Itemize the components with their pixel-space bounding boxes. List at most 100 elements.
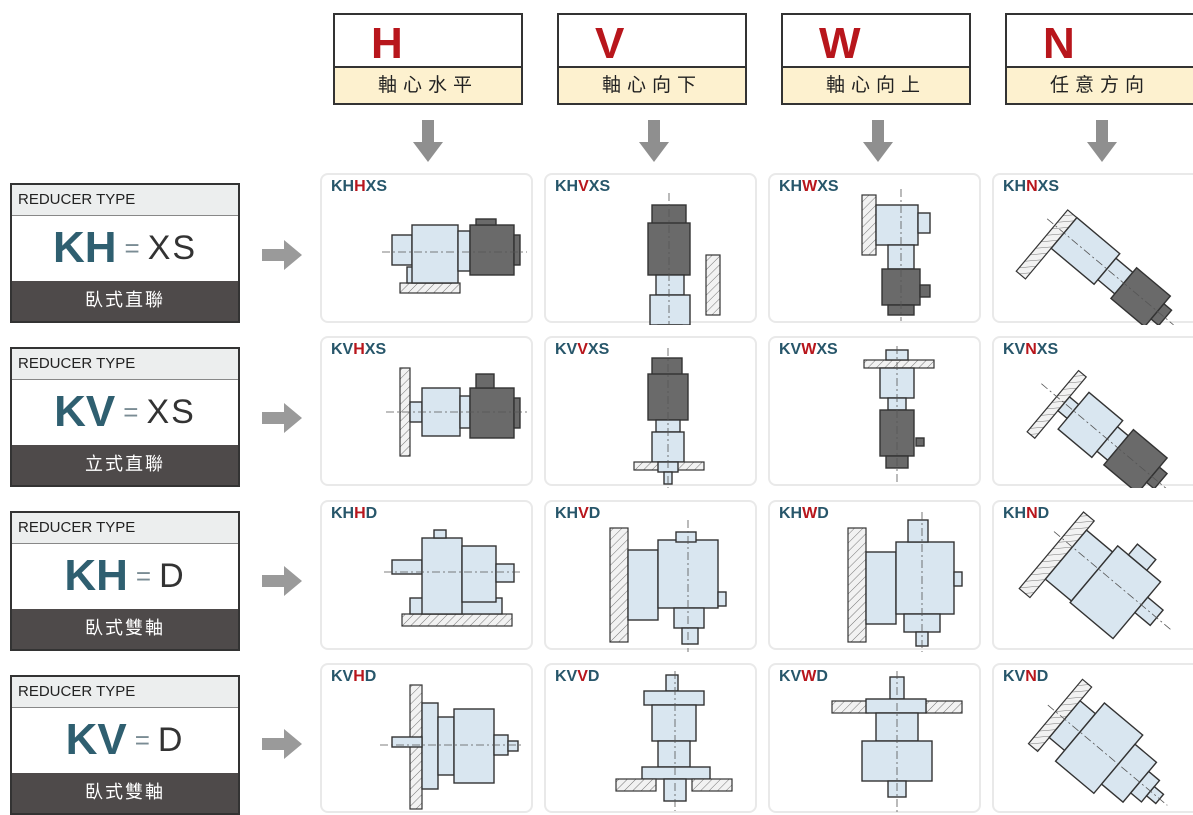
reducer-drawing [382, 218, 527, 294]
model-cell-khwd: KHWD [768, 500, 981, 652]
model-cell-khhxs: KHHXS [320, 173, 533, 323]
model-code-prefix: KV [1003, 668, 1026, 685]
equals-sign: = [123, 397, 139, 427]
model-code-suffix: XS [588, 178, 611, 195]
model-code-orientation: H [353, 668, 365, 685]
model-code-orientation: W [802, 178, 818, 195]
reducer-drawing [633, 348, 705, 488]
header-label: 軸心向上 [783, 66, 969, 103]
reducer-drawing [863, 346, 935, 484]
model-code: KHHD [331, 505, 377, 523]
header-letter: H [371, 19, 403, 68]
reducer-drawing [647, 193, 721, 325]
model-code: KHVXS [555, 178, 610, 196]
header-v: V 軸心向下 [557, 13, 747, 105]
type-code: KV [65, 715, 127, 764]
model-cell-kvwxs: KVWXS [768, 336, 981, 486]
model-code-prefix: KV [555, 341, 578, 358]
reducer-drawing [1018, 511, 1173, 640]
model-code-suffix: XS [365, 178, 388, 195]
header-label: 軸心向下 [559, 66, 745, 103]
reducer-type-desc: 臥式雙軸 [12, 609, 238, 649]
model-code-prefix: KV [779, 668, 802, 685]
model-code-orientation: W [801, 668, 817, 685]
model-code-orientation: N [1025, 668, 1037, 685]
model-code-suffix: D [587, 668, 600, 685]
model-code-prefix: KV [331, 341, 354, 358]
reducer-type-desc: 臥式直聯 [12, 281, 238, 321]
equals-sign: = [134, 725, 150, 755]
header-letter: N [1043, 19, 1075, 68]
model-code-suffix: XS [816, 341, 838, 358]
type-suffix: D [159, 557, 186, 595]
reducer-drawing [380, 684, 522, 810]
model-code-suffix: D [817, 505, 829, 522]
reducer-drawing [1026, 369, 1169, 488]
model-code-prefix: KH [779, 505, 803, 522]
model-code-orientation: V [577, 668, 588, 685]
model-code-suffix: XS [364, 341, 387, 358]
model-code-suffix: D [365, 505, 378, 522]
model-code-suffix: XS [817, 178, 839, 195]
model-cell-khwxs: KHWXS [768, 173, 981, 323]
type-suffix: XS [147, 229, 198, 267]
model-cell-kvwd: KVWD [768, 663, 981, 813]
right-arrow-icon [262, 403, 302, 433]
model-code: KVWD [779, 668, 828, 686]
header-letter: V [595, 19, 625, 68]
model-code: KHWXS [779, 178, 839, 196]
model-cell-kvhxs: KVHXS [320, 336, 533, 486]
reducer-type-caption: REDUCER TYPE [12, 185, 238, 216]
model-cell-kvvxs: KVVXS [544, 336, 757, 488]
reducer-type-box-kvxs: REDUCER TYPE KV=XS 立式直聯 [10, 347, 240, 487]
model-code: KHND [1003, 505, 1049, 523]
model-cell-khvxs: KHVXS [544, 173, 757, 325]
model-code-prefix: KH [779, 178, 803, 195]
equals-sign: = [135, 561, 152, 591]
model-code: KVVXS [555, 341, 609, 359]
model-code: KVWXS [779, 341, 838, 359]
model-cell-khnxs: KHNXS [992, 173, 1193, 325]
reducer-type-code-line: KV=D [12, 708, 238, 772]
equals-sign: = [124, 233, 140, 263]
down-arrow-icon [1087, 120, 1117, 162]
header-n: N 任意方向 [1005, 13, 1193, 105]
model-code-prefix: KV [331, 668, 354, 685]
model-code-suffix: D [1037, 505, 1050, 522]
model-code-orientation: V [578, 178, 589, 195]
model-code-orientation: N [1026, 178, 1038, 195]
model-code: KVND [1003, 668, 1048, 686]
model-cell-khnd: KHND [992, 500, 1193, 650]
reducer-type-desc: 臥式雙軸 [12, 773, 238, 813]
model-code: KHNXS [1003, 178, 1059, 196]
down-arrow-icon [863, 120, 893, 162]
right-arrow-icon [262, 240, 302, 270]
reducer-drawing [861, 189, 931, 321]
model-code-prefix: KH [331, 505, 355, 522]
header-h: H 軸心水平 [333, 13, 523, 105]
model-code-prefix: KH [1003, 178, 1027, 195]
type-code: KH [52, 223, 117, 272]
model-code: KHHXS [331, 178, 387, 196]
model-code-suffix: D [588, 505, 601, 522]
header-letter: W [819, 19, 861, 68]
model-code-orientation: W [801, 341, 817, 358]
model-code-suffix: XS [1036, 341, 1059, 358]
reducer-type-box-khxs: REDUCER TYPE KH=XS 臥式直聯 [10, 183, 240, 323]
header-w: W 軸心向上 [781, 13, 971, 105]
model-cell-kvvd: KVVD [544, 663, 757, 813]
reducer-drawing [1015, 209, 1174, 325]
reducer-type-caption: REDUCER TYPE [12, 677, 238, 708]
reducer-drawing [609, 520, 727, 652]
model-cell-khhd: KHHD [320, 500, 533, 650]
model-code-orientation: N [1026, 505, 1038, 522]
reducer-type-box-kvd: REDUCER TYPE KV=D 臥式雙軸 [10, 675, 240, 815]
model-code: KVHXS [331, 341, 386, 359]
model-code: KHVD [555, 505, 600, 523]
model-cell-khvd: KHVD [544, 500, 757, 652]
reducer-type-caption: REDUCER TYPE [12, 349, 238, 380]
type-code: KV [54, 387, 116, 436]
model-code: KVHD [331, 668, 376, 686]
type-code: KH [64, 551, 128, 600]
down-arrow-icon [639, 120, 669, 162]
